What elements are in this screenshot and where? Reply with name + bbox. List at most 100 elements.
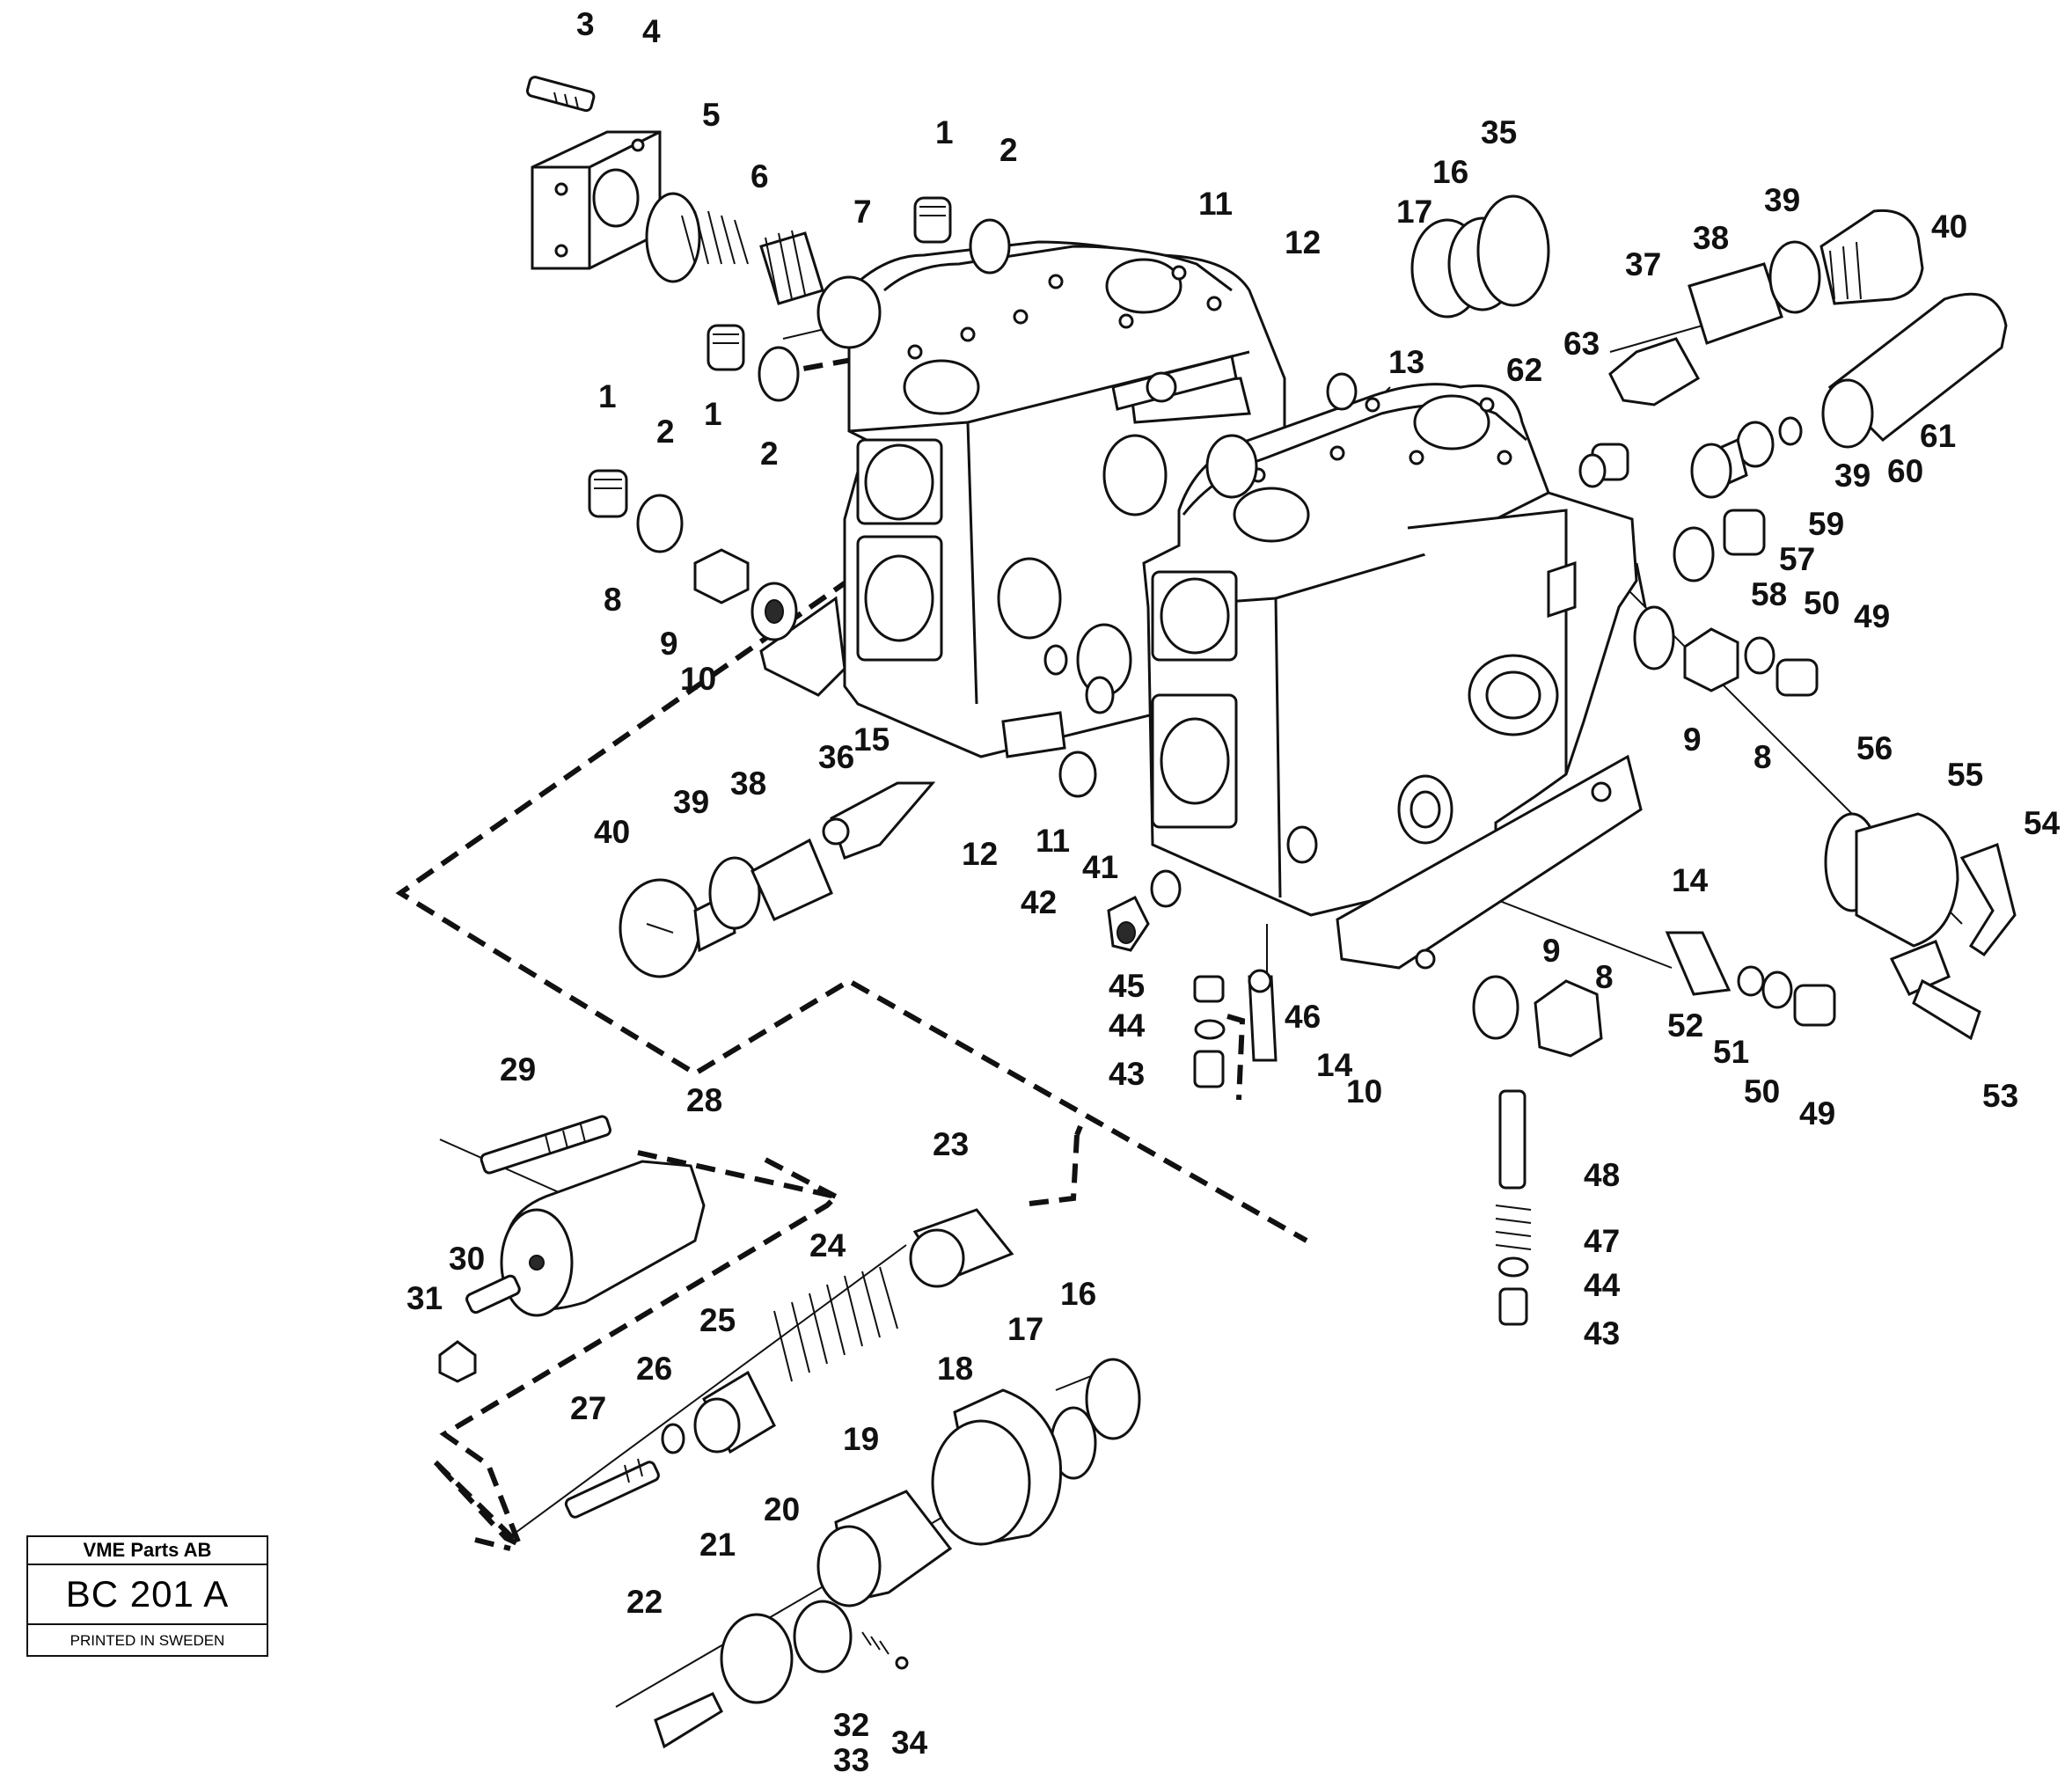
bracket-parts: [759, 596, 1643, 970]
callout-58: 58: [1751, 576, 1787, 612]
callout-39: 39: [1764, 182, 1800, 218]
callout-36: 36: [818, 739, 854, 775]
callout-63: 63: [1563, 326, 1600, 362]
nut-41-42: [1107, 869, 1182, 952]
callout-46: 46: [1285, 999, 1321, 1035]
callout-22: 22: [626, 1584, 663, 1620]
piston-group-right: [1665, 931, 1836, 1027]
callout-40: 40: [1931, 209, 1967, 245]
callout-62: 62: [1506, 352, 1542, 388]
printed-notice: PRINTED IN SWEDEN: [70, 1632, 225, 1649]
callout-11: 11: [1036, 823, 1070, 859]
callout-51: 51: [1713, 1034, 1749, 1070]
callout-2: 2: [656, 414, 675, 450]
callout-2: 2: [999, 132, 1018, 168]
callout-10: 10: [1346, 1073, 1382, 1110]
callout-2: 2: [760, 436, 779, 472]
callout-38: 38: [1693, 220, 1729, 256]
callout-12: 12: [1285, 224, 1321, 260]
callout-24: 24: [809, 1227, 846, 1263]
cap-clamp-group: [1824, 812, 2017, 1041]
spring-piston-group: [645, 192, 882, 349]
callout-1: 1: [935, 114, 954, 150]
seal-group-top-right: [1326, 194, 1550, 411]
stem-group-right: [1495, 1089, 1532, 1326]
callout-23: 23: [933, 1126, 969, 1162]
tube-group-right: [1578, 292, 2008, 499]
callout-42: 42: [1021, 884, 1057, 920]
callout-55: 55: [1947, 757, 1983, 793]
callout-61: 61: [1920, 418, 1956, 454]
callout-12: 12: [962, 836, 998, 872]
callout-17: 17: [1396, 194, 1432, 230]
callout-32: 32: [833, 1707, 869, 1743]
cartridge-left: [619, 781, 936, 978]
callout-44: 44: [1109, 1007, 1146, 1044]
callout-9: 9: [1683, 721, 1702, 758]
callout-9: 9: [660, 626, 678, 662]
o-ring-parts: [997, 434, 1258, 714]
callout-30: 30: [449, 1241, 485, 1277]
callout-47: 47: [1584, 1223, 1620, 1259]
callout-1: 1: [704, 396, 722, 432]
cartridge-top-right: [1608, 209, 1924, 406]
piston-assembly-left: [438, 1115, 706, 1383]
callout-27: 27: [570, 1390, 606, 1426]
callout-31: 31: [406, 1280, 443, 1316]
piston-assembly-bottom: [654, 1358, 1141, 1749]
cover-plate-group: [525, 76, 662, 270]
callout-28: 28: [686, 1082, 722, 1118]
company-name: VME Parts AB: [28, 1537, 267, 1565]
callout-52: 52: [1667, 1007, 1703, 1044]
callout-49: 49: [1854, 598, 1890, 634]
nut-washer-right: [1472, 605, 1739, 1058]
callout-14: 14: [1672, 862, 1709, 898]
callout-33: 33: [833, 1742, 869, 1778]
callout-1: 1: [598, 378, 617, 414]
callout-39: 39: [1834, 458, 1871, 494]
valve-block-right: [1142, 383, 1647, 917]
callout-60: 60: [1887, 453, 1923, 489]
callout-34: 34: [891, 1725, 928, 1761]
callout-10: 10: [680, 661, 716, 697]
callout-54: 54: [2024, 805, 2061, 841]
nut-washer-left: [693, 548, 798, 641]
stem-group-center: [1193, 969, 1278, 1088]
title-block: VME Parts AB BC 201 A PRINTED IN SWEDEN: [26, 1535, 268, 1657]
callout-20: 20: [764, 1491, 800, 1527]
callout-50: 50: [1744, 1073, 1780, 1110]
callout-45: 45: [1109, 968, 1145, 1004]
callout-18: 18: [937, 1351, 973, 1387]
callout-15: 15: [853, 721, 890, 758]
callout-41: 41: [1082, 849, 1118, 885]
plug-seal-parts: [588, 196, 1011, 553]
callout-43: 43: [1584, 1315, 1620, 1351]
callout-5: 5: [702, 97, 721, 133]
callout-29: 29: [500, 1051, 536, 1088]
callout-37: 37: [1625, 246, 1661, 282]
callout-11: 11: [1198, 186, 1233, 222]
callout-50: 50: [1804, 585, 1840, 621]
callout-40: 40: [594, 814, 630, 850]
plug-group-right: [1673, 509, 1819, 697]
callout-56: 56: [1856, 730, 1893, 766]
callout-48: 48: [1584, 1157, 1620, 1193]
drawing-code: BC 201 A: [28, 1565, 267, 1625]
callout-43: 43: [1109, 1056, 1145, 1092]
rod-parts: [1001, 355, 1238, 798]
callout-59: 59: [1808, 506, 1844, 542]
callout-14: 14: [1316, 1047, 1353, 1083]
callout-49: 49: [1799, 1095, 1835, 1132]
callout-3: 3: [576, 6, 595, 42]
callout-16: 16: [1060, 1276, 1096, 1312]
callout-7: 7: [853, 194, 872, 230]
callout-26: 26: [636, 1351, 672, 1387]
callout-25: 25: [699, 1302, 736, 1338]
callout-labels: 3 4 5 6 7 1 2 1 2 1 2 11 12 17 16 35 13 …: [406, 6, 2061, 1778]
callout-38: 38: [730, 765, 766, 802]
callout-13: 13: [1388, 344, 1424, 380]
callout-6: 6: [750, 158, 769, 194]
callout-8: 8: [1595, 959, 1614, 995]
spring-assembly-middle: [564, 1208, 1014, 1519]
callout-16: 16: [1432, 154, 1468, 190]
